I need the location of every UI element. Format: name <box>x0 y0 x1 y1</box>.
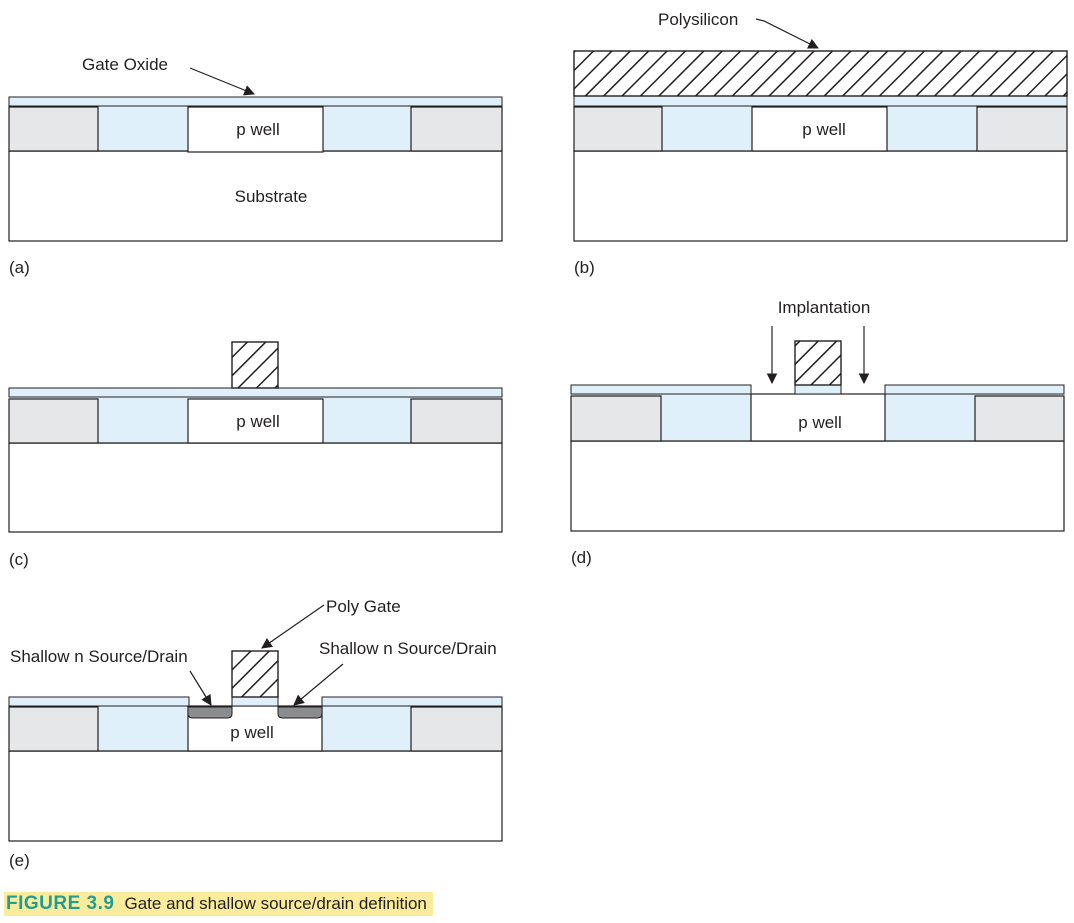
gate-oxide-under-gate <box>231 696 279 707</box>
implantation-label: Implantation <box>778 298 871 317</box>
substrate-label: Substrate <box>235 187 308 206</box>
panel-e: p well Poly Gate Shallow n Source/Drain … <box>8 597 503 870</box>
isolation-left <box>573 106 663 152</box>
figure-number: FIGURE 3.9 <box>6 893 115 914</box>
isolation-left <box>8 398 99 444</box>
substrate <box>573 150 1068 242</box>
gate-oxide-label: Gate Oxide <box>82 55 168 74</box>
isolation-right <box>410 106 503 152</box>
poly-gate-label: Poly Gate <box>326 597 401 616</box>
gate-oxide-right <box>884 384 1065 395</box>
isolation-left <box>570 395 662 442</box>
isolation-right <box>410 398 503 444</box>
substrate <box>570 440 1065 532</box>
panel-c: p well (c) <box>8 341 503 569</box>
gate-oxide-layer <box>8 387 503 398</box>
polysilicon-arrow <box>755 18 819 49</box>
panel-label-c: (c) <box>9 550 29 569</box>
isolation-right <box>410 706 503 752</box>
panel-b: p well Polysilicon (b) <box>573 10 1068 277</box>
shallow-source-drain-left <box>187 706 233 719</box>
substrate <box>8 442 503 533</box>
p-well-label: p well <box>236 120 279 139</box>
p-well <box>751 106 888 152</box>
shallow-sd-right-label: Shallow n Source/Drain <box>319 639 497 658</box>
gate-oxide-left <box>8 696 190 707</box>
shallow-sd-left-arrow <box>189 670 212 706</box>
isolation-left <box>8 706 99 752</box>
gate-oxide-under-gate <box>794 384 842 395</box>
isolation-left <box>8 106 99 152</box>
shallow-source-drain-right <box>277 706 323 719</box>
p-well-label: p well <box>230 723 273 742</box>
p-well <box>187 398 324 444</box>
panel-label-a: (a) <box>9 258 30 277</box>
p-well-label: p well <box>798 413 841 432</box>
poly-gate <box>794 340 842 386</box>
poly-gate <box>231 341 279 389</box>
polysilicon-label: Polysilicon <box>658 10 738 29</box>
p-well-label: p well <box>236 412 279 431</box>
shallow-sd-left-label: Shallow n Source/Drain <box>10 647 188 666</box>
gate-oxide-right <box>321 696 503 707</box>
gate-oxide-left <box>570 384 752 395</box>
polysilicon-layer <box>573 50 1068 97</box>
gate-oxide-layer <box>8 96 503 107</box>
p-well <box>750 393 886 442</box>
gate-oxide-arrow <box>189 67 256 96</box>
isolation-right <box>976 106 1068 152</box>
figure-caption-text: Gate and shallow source/drain definition <box>124 894 427 913</box>
substrate <box>8 150 503 242</box>
p-well-label: p well <box>802 120 845 139</box>
panel-d: p well Implantation (d) <box>570 298 1065 567</box>
substrate <box>8 750 503 842</box>
panel-label-e: (e) <box>9 851 30 870</box>
gate-oxide-layer <box>573 95 1068 107</box>
figure-caption: FIGURE 3.9 Gate and shallow source/drain… <box>4 892 433 916</box>
panel-label-b: (b) <box>574 258 595 277</box>
panel-label-d: (d) <box>571 548 592 567</box>
panel-a: p well Substrate Gate Oxide (a) <box>8 55 503 277</box>
shallow-sd-right-arrow <box>293 663 344 706</box>
p-well <box>187 106 324 153</box>
poly-gate-arrow <box>261 604 325 649</box>
poly-gate <box>231 650 279 698</box>
isolation-right <box>974 395 1065 442</box>
